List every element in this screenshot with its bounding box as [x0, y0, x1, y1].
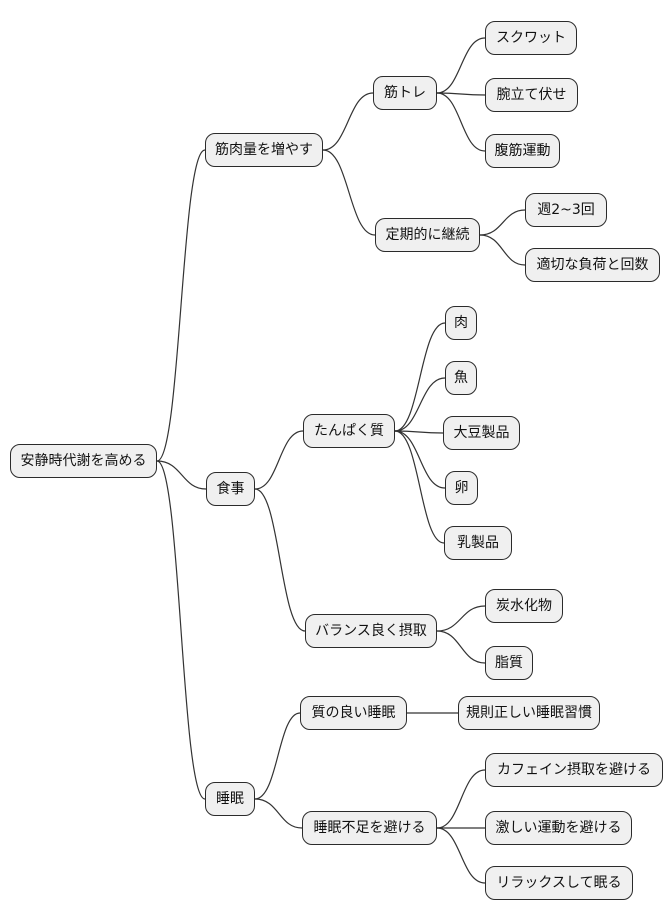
edge-continuation-week [479, 209, 526, 236]
node-fish: 魚 [445, 361, 477, 395]
node-soy-products: 大豆製品 [443, 416, 520, 450]
edge-root-sleep [156, 460, 206, 800]
edge-protein-fish [394, 377, 446, 432]
edge-sleep-avoid-deprivation [254, 798, 303, 829]
edge-deprivation-relax [436, 827, 486, 884]
edge-training-pushup [436, 92, 486, 96]
node-increase-muscle: 筋肉量を増やす [205, 133, 323, 167]
node-protein: たんぱく質 [303, 414, 395, 448]
edge-diet-protein [254, 430, 304, 490]
edge-muscle-training [322, 92, 374, 151]
node-relax-and-sleep: リラックスして眠る [485, 866, 633, 900]
edge-balance-carbs [436, 605, 486, 632]
edge-protein-soy [394, 430, 444, 434]
edge-training-situp [436, 92, 486, 152]
edge-sleep-quality [254, 712, 301, 800]
edge-root-diet [156, 460, 207, 490]
edge-diet-balance [254, 488, 306, 632]
node-regular-sleep-habits: 規則正しい睡眠習慣 [458, 696, 600, 730]
edge-continuation-load [479, 234, 526, 266]
node-situp: 腹筋運動 [485, 134, 560, 168]
node-strength-training: 筋トレ [373, 76, 437, 110]
node-egg: 卵 [445, 471, 478, 505]
node-balanced-intake: バランス良く摂取 [305, 614, 437, 648]
edge-deprivation-caffeine [436, 769, 486, 829]
edge-protein-meat [394, 322, 446, 432]
node-quality-sleep: 質の良い睡眠 [300, 696, 407, 730]
node-squat: スクワット [485, 21, 577, 55]
node-diet: 食事 [206, 472, 255, 506]
edge-muscle-continuation [322, 149, 376, 236]
edge-root-muscle [156, 149, 206, 462]
edge-training-squat [436, 37, 486, 94]
node-carbohydrate: 炭水化物 [485, 589, 563, 623]
node-appropriate-load: 適切な負荷と回数 [525, 248, 660, 282]
node-root: 安静時代謝を高める [10, 444, 157, 478]
node-pushup: 腕立て伏せ [485, 78, 578, 112]
node-sleep: 睡眠 [205, 782, 255, 816]
node-avoid-intense-exercise: 激しい運動を避ける [485, 811, 632, 845]
node-week-2-3-times: 週2~3回 [525, 193, 607, 227]
edge-protein-egg [394, 430, 446, 489]
node-meat: 肉 [445, 306, 477, 340]
node-fat: 脂質 [485, 646, 533, 680]
edge-balance-fat [436, 630, 486, 664]
edge-protein-dairy [394, 430, 445, 544]
node-dairy-products: 乳製品 [444, 526, 512, 560]
node-regular-continuation: 定期的に継続 [375, 218, 480, 252]
node-avoid-caffeine: カフェイン摂取を避ける [485, 753, 663, 787]
node-avoid-sleep-deprivation: 睡眠不足を避ける [302, 811, 437, 845]
